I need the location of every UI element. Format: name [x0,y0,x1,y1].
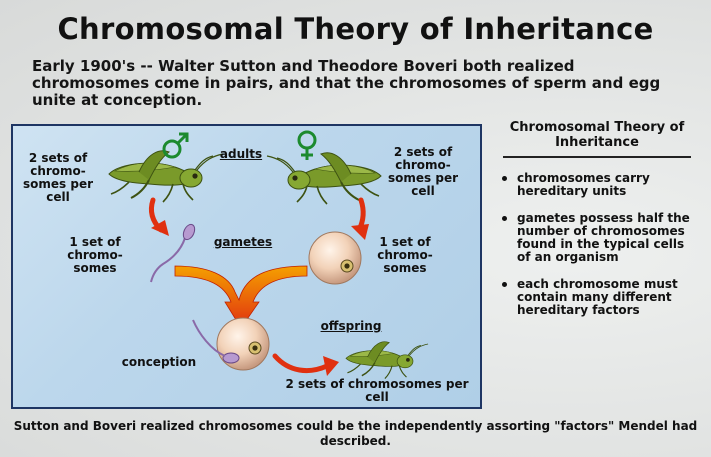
left-adult-chromosome-text: 2 sets of chromo-somes per cell [19,152,97,204]
list-item: gametes possess half the number of chrom… [497,212,693,264]
list-item-text: gametes possess half the number of chrom… [517,211,690,264]
sidebar-list: chromosomes carry hereditary units gamet… [497,172,697,317]
list-item: each chromosome must contain many differ… [497,278,693,317]
egg-cell-icon [309,232,361,284]
summary-sidebar: Chromosomal Theory of Inheritance chromo… [497,120,697,331]
offspring-label: offspring [309,320,393,333]
sidebar-title: Chromosomal Theory of Inheritance [503,120,691,158]
list-item-text: each chromosome must contain many differ… [517,277,678,317]
intro-text: Early 1900's -- Walter Sutton and Theodo… [32,58,692,109]
right-adult-grasshopper [267,153,381,204]
diagram-panel: adults 2 sets of chromo-somes per cell 2… [11,124,482,409]
right-adult-chromosome-text: 2 sets of chromo-somes per cell [383,146,463,198]
offspring-chromosome-text: 2 sets of chromosomes per cell [275,378,479,404]
egg-chromosome-text: 1 set of chromo-somes [369,236,441,275]
left-adult-to-sperm-arrow [151,200,169,236]
gametes-label: gametes [205,236,281,249]
offspring-grasshopper [346,342,428,379]
footer-caption: Sutton and Boveri realized chromosomes c… [0,419,711,449]
female-symbol-icon [299,132,315,160]
zygote-to-offspring-arrow [275,356,339,376]
left-adult-grasshopper [109,151,223,202]
bullet-icon [502,176,507,181]
bullet-icon [502,282,507,287]
list-item: chromosomes carry hereditary units [497,172,693,198]
conception-label: conception [109,356,209,369]
bullet-icon [502,216,507,221]
sperm-chromosome-text: 1 set of chromo-somes [59,236,131,275]
right-adult-to-egg-arrow [351,200,369,240]
page-title: Chromosomal Theory of Inheritance [0,12,711,46]
list-item-text: chromosomes carry hereditary units [517,171,650,198]
adults-label: adults [211,148,271,161]
